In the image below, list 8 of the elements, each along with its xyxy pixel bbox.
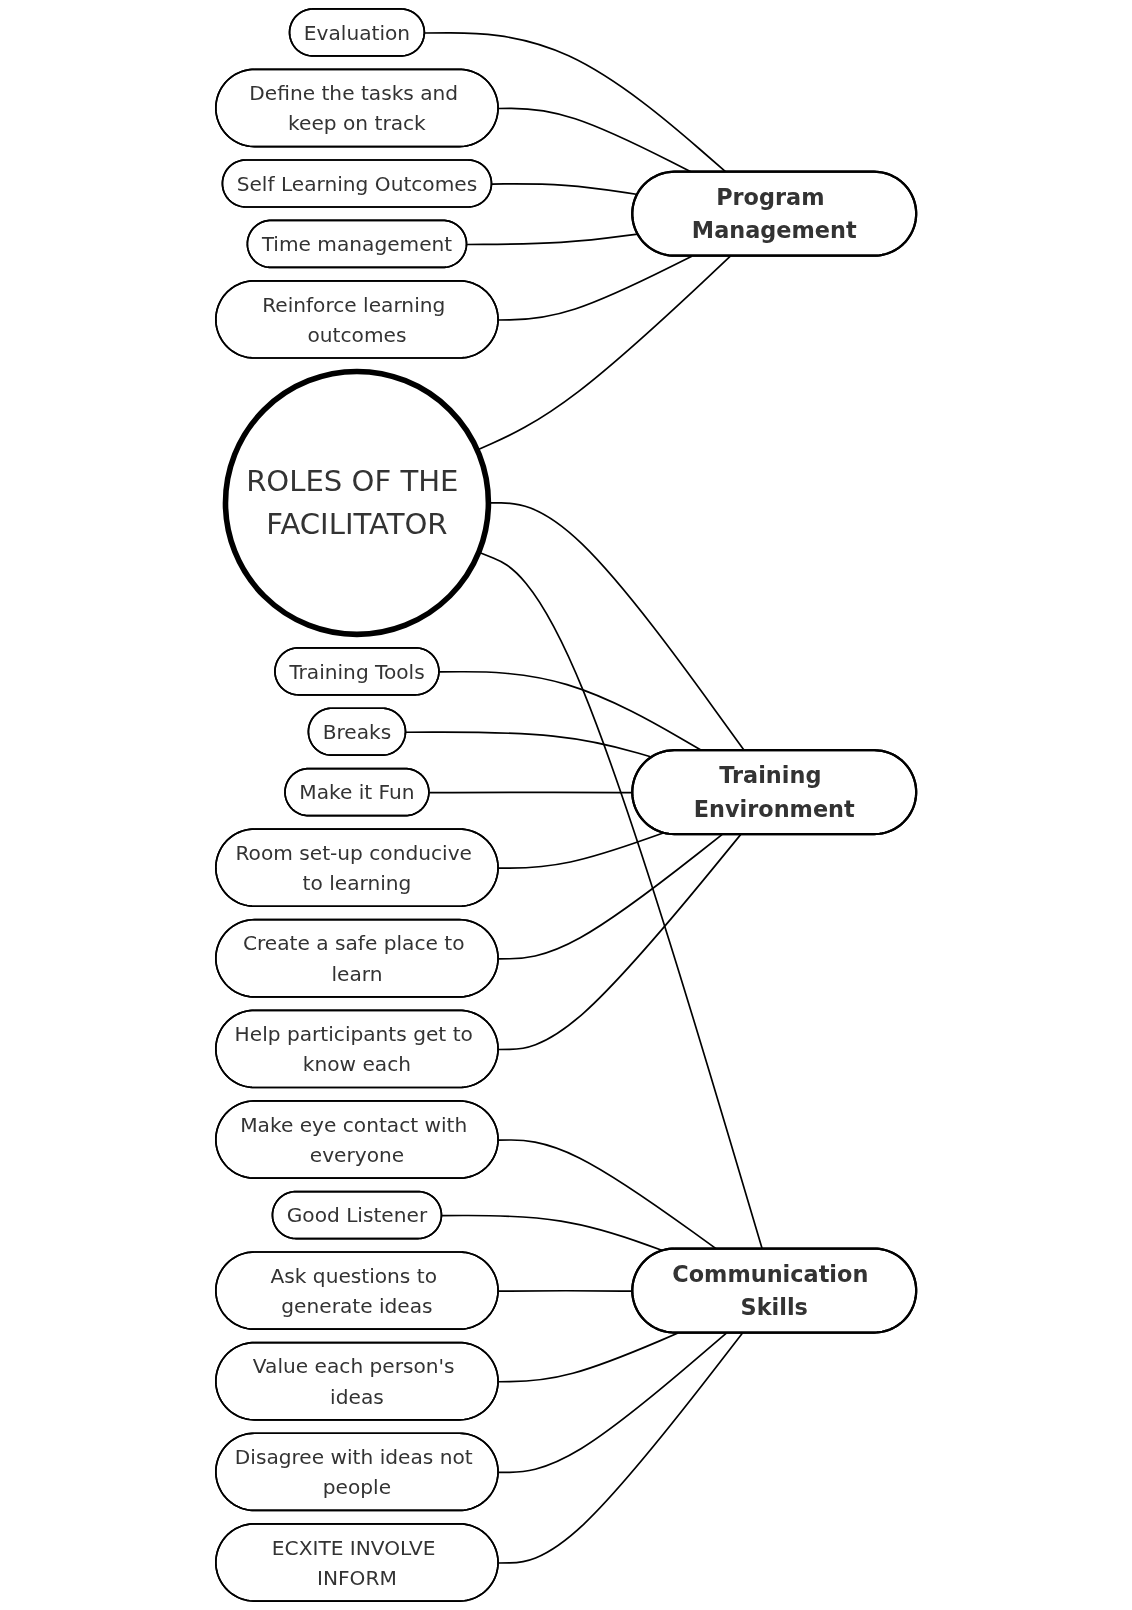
connector (497, 833, 723, 960)
connector (497, 1332, 728, 1474)
connector (497, 1332, 744, 1564)
connector (497, 1332, 679, 1383)
connector (497, 255, 693, 321)
connector (497, 833, 742, 1051)
connector (466, 233, 639, 246)
node-circle: ROLES OF THE FACILITATOR (222, 368, 492, 638)
